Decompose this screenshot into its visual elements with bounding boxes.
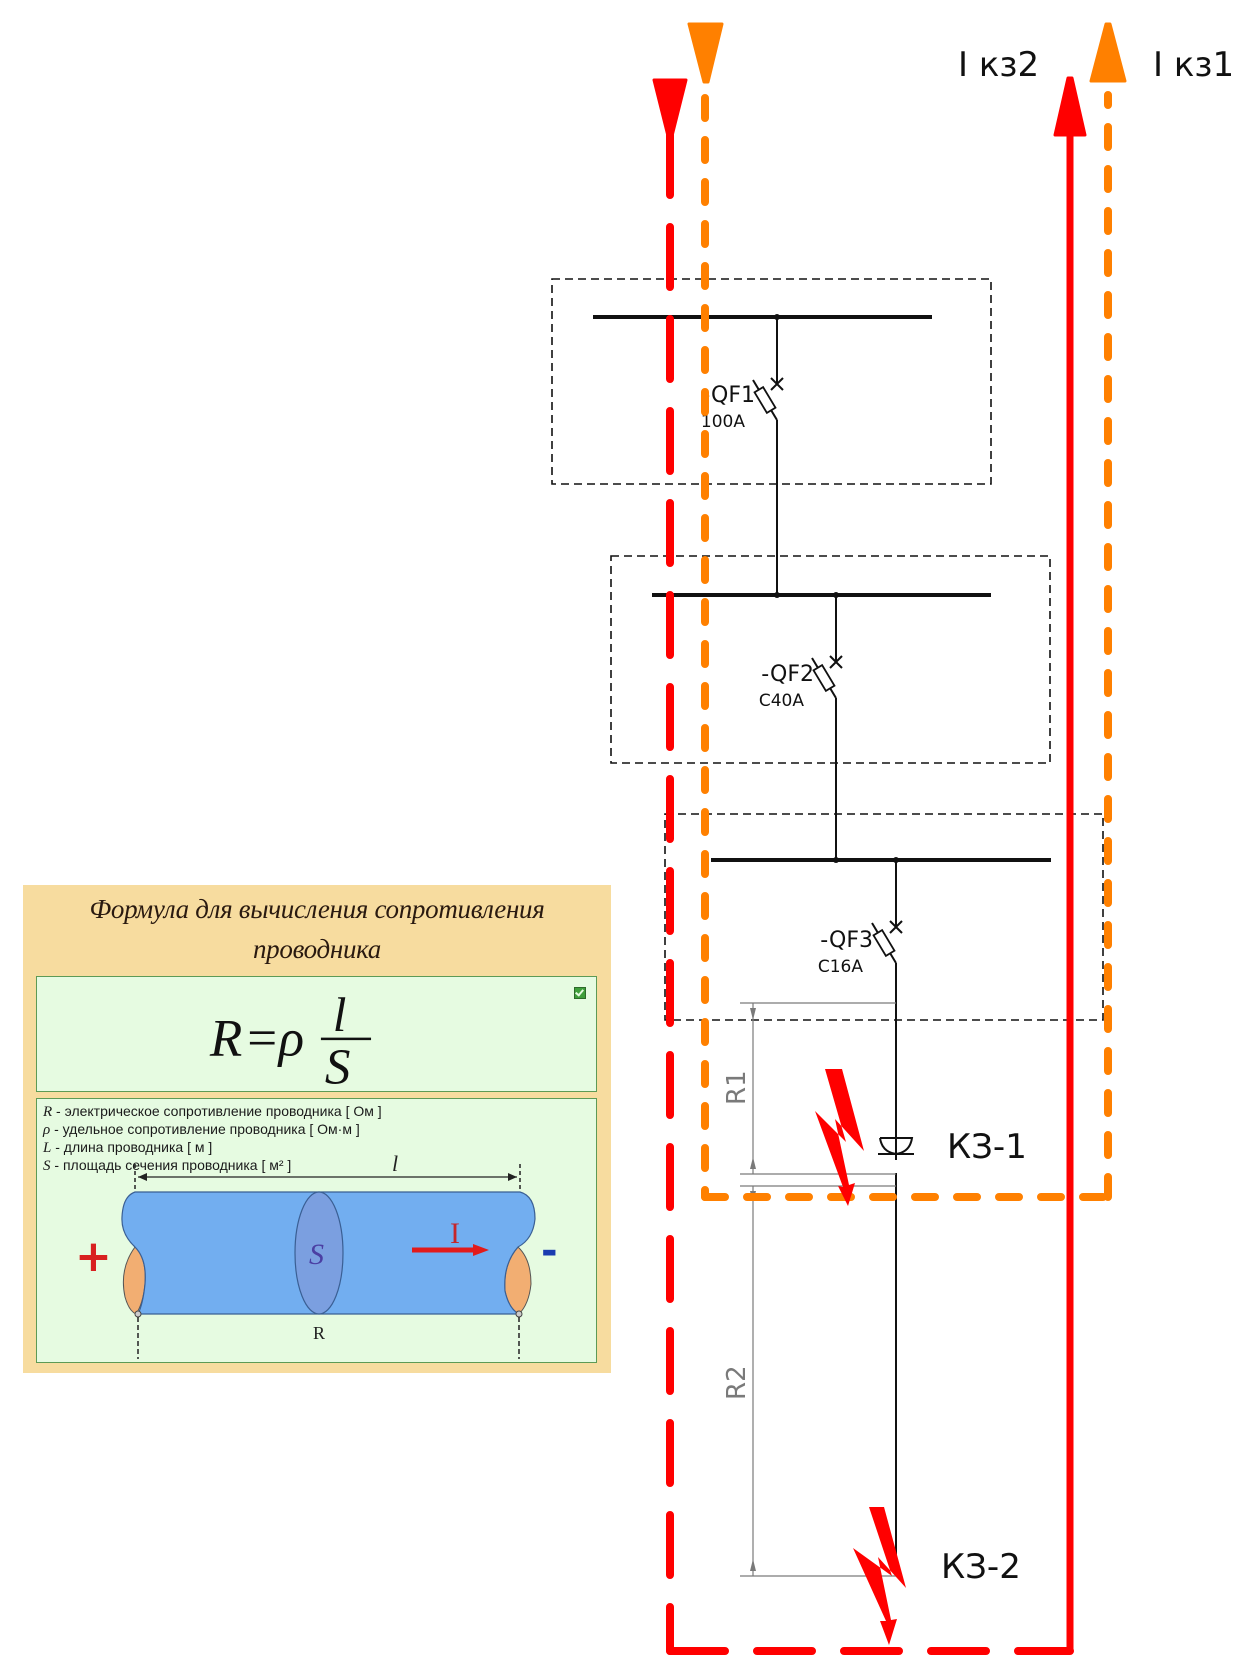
r1-label: R1 (722, 1070, 752, 1105)
kz2-up-arrow-icon (1053, 76, 1087, 137)
legend-item: L - длина проводника [ м ] (43, 1139, 213, 1156)
formula-box: R = ρ l S (36, 976, 597, 1092)
switchboard-2-enclosure (610, 555, 1051, 764)
legend-item: ρ - удельное сопротивление проводника [ … (43, 1121, 360, 1138)
breaker-name: -QF2 (761, 662, 814, 687)
breaker-name: -QF1 (702, 383, 755, 408)
plus-sign: + (75, 1231, 112, 1282)
legend-item: S - площадь сечения проводника [ м² ] (43, 1157, 292, 1174)
formula-eq: = (247, 1010, 277, 1068)
panel-title-line-1: Формула для вычисления сопротивления (89, 894, 545, 924)
load-symbol (878, 1137, 914, 1156)
fault-2-label: КЗ-2 (941, 1547, 1021, 1587)
kz2-down-arrow-icon (652, 78, 688, 138)
kz1-down-arrow-icon (687, 22, 724, 84)
i-kz2-label: I кз2 (958, 45, 1039, 85)
cross-section (294, 1191, 344, 1315)
breaker-name: -QF3 (820, 928, 873, 953)
switchboard-1-enclosure (551, 278, 992, 485)
panel-title: Формула для вычисления сопротивления про… (23, 889, 611, 973)
feeder-wires (776, 317, 897, 1575)
fault-1-label: КЗ-1 (947, 1127, 1027, 1167)
fault-1-lightning-icon (815, 1069, 864, 1206)
conductor-illustration: l S I + - R (75, 1151, 558, 1359)
formula-rho: ρ (277, 1010, 304, 1068)
length-label: l (392, 1151, 398, 1176)
checkbox-icon[interactable] (574, 987, 586, 999)
resistance-label: R (313, 1323, 325, 1343)
formula-denominator: S (325, 1039, 351, 1091)
kz1-up-arrow-icon (1089, 22, 1127, 83)
resistance-formula-panel: Формула для вычисления сопротивления про… (23, 885, 611, 1373)
fault-path-kz2 (666, 121, 1074, 1655)
section-label: S (309, 1238, 324, 1271)
current-label: I (450, 1217, 460, 1250)
i-kz1-label: I кз1 (1153, 45, 1234, 85)
panel-title-line-2: проводника (252, 934, 382, 964)
circuit-breaker-qf1: -QF1 100A (701, 377, 784, 432)
fault-path-kz1 (701, 91, 1112, 1201)
breaker-rating: C40A (759, 691, 805, 711)
formula-lhs: R (209, 1010, 242, 1068)
breaker-rating: 100A (701, 412, 745, 432)
legend-box: R - электрическое сопротивление проводни… (36, 1098, 597, 1363)
resistance-formula: R = ρ l S (209, 987, 372, 1091)
fault-2-lightning-icon (853, 1507, 906, 1645)
r2-label: R2 (722, 1365, 752, 1400)
dimension-r1 (740, 1002, 896, 1175)
junction-dots (774, 314, 899, 863)
current-arrow-icon (473, 1244, 489, 1256)
minus-sign: - (541, 1228, 558, 1274)
breaker-rating: C16A (818, 957, 864, 977)
formula-numerator: l (333, 987, 347, 1042)
legend-item: R - электрическое сопротивление проводни… (43, 1103, 382, 1120)
switchboard-3-enclosure (664, 813, 1104, 1021)
